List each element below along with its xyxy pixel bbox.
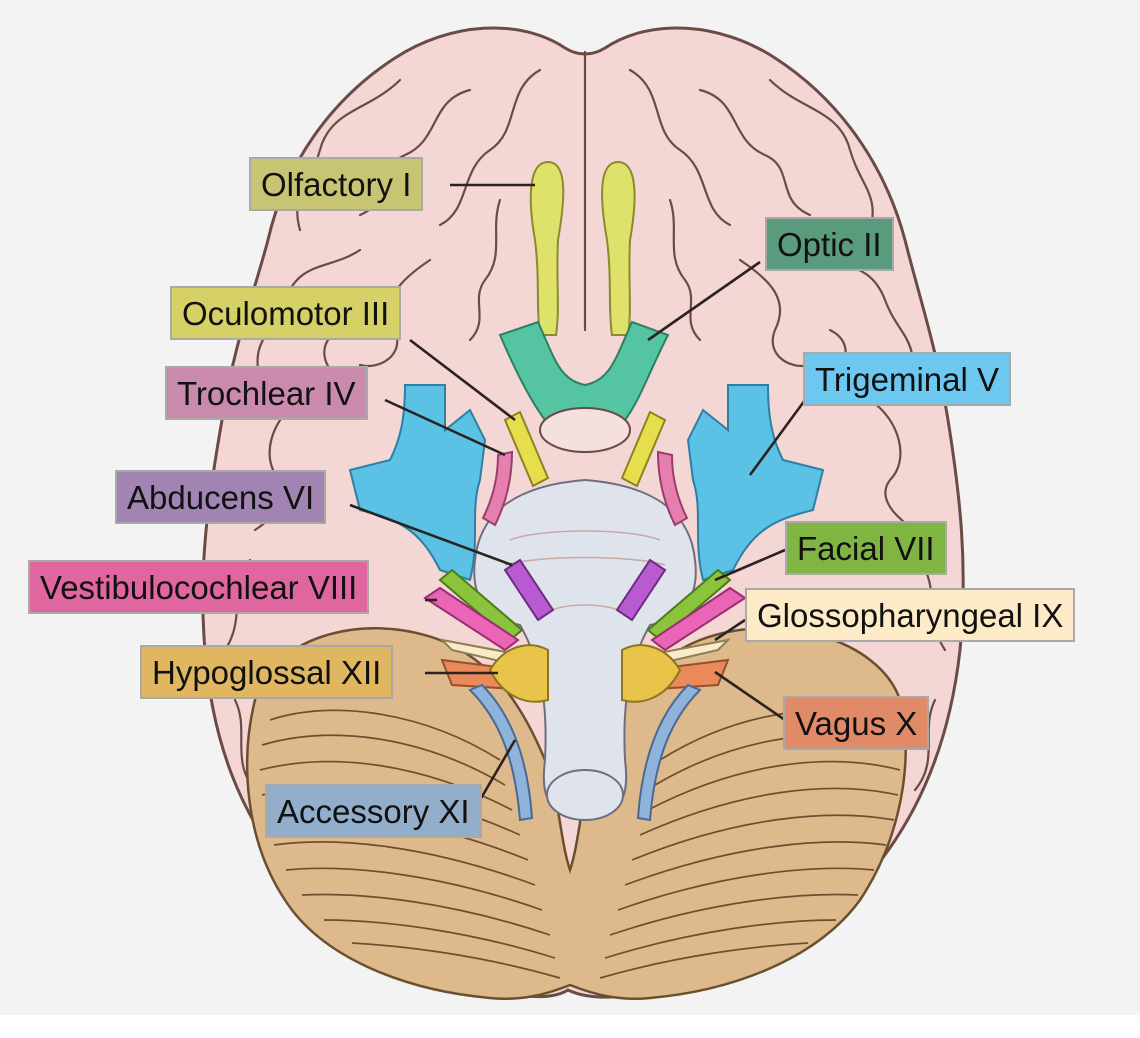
label-accessory: Accessory XI bbox=[265, 784, 482, 838]
label-abducens: Abducens VI bbox=[115, 470, 327, 524]
label-trochlear: Trochlear IV bbox=[165, 366, 368, 420]
olfactory-nerve bbox=[529, 160, 636, 336]
spinal-cord-section bbox=[546, 769, 624, 821]
leader-trigeminal bbox=[748, 399, 807, 476]
accessory-nerve bbox=[468, 683, 702, 822]
leader-optic bbox=[647, 260, 761, 342]
abducens-nerve bbox=[503, 558, 667, 622]
hypoglossal-nerve bbox=[488, 644, 682, 703]
oculomotor-nerve bbox=[503, 410, 667, 488]
trochlear-nerve bbox=[481, 450, 689, 527]
leader-glossopharyngeal bbox=[714, 618, 746, 642]
label-oculomotor: Oculomotor III bbox=[170, 286, 402, 340]
label-vestibulocochlear: Vestibulocochlear VIII bbox=[28, 560, 370, 614]
label-olfactory: Olfactory I bbox=[249, 157, 424, 211]
leader-oculomotor bbox=[409, 338, 516, 422]
cerebellum bbox=[245, 627, 907, 1001]
label-facial: Facial VII bbox=[785, 521, 947, 575]
leader-vagus bbox=[714, 670, 786, 722]
label-optic: Optic II bbox=[765, 217, 894, 271]
brainstem bbox=[473, 478, 697, 822]
leader-accessory bbox=[478, 739, 517, 801]
leader-lines bbox=[349, 183, 807, 801]
label-vagus: Vagus X bbox=[783, 696, 930, 750]
label-hypoglossal: Hypoglossal XII bbox=[140, 645, 394, 699]
leader-trochlear bbox=[384, 398, 506, 457]
pituitary-stalk bbox=[539, 407, 631, 453]
vestibulocochlear-nerve bbox=[423, 586, 747, 652]
label-trigeminal: Trigeminal V bbox=[803, 352, 1011, 406]
leader-abducens bbox=[349, 503, 513, 567]
label-glossopharyngeal: Glossopharyngeal IX bbox=[745, 588, 1076, 642]
trigeminal-nerve bbox=[348, 384, 825, 582]
leader-facial bbox=[714, 548, 786, 582]
optic-nerve bbox=[498, 320, 670, 421]
